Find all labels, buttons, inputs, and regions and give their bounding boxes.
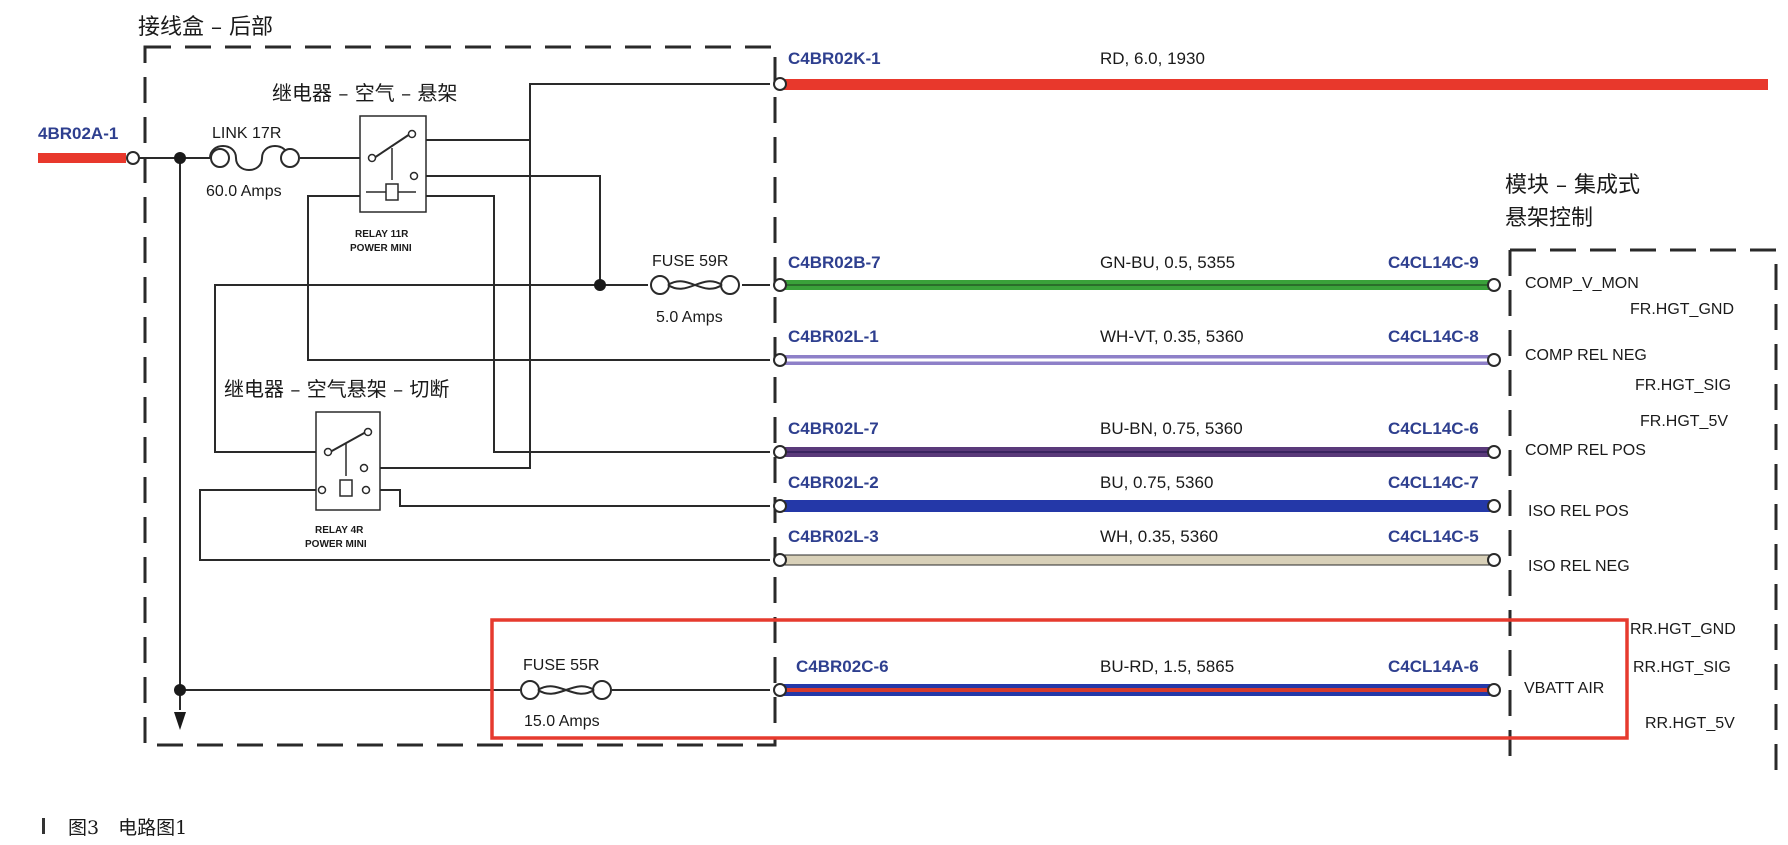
wire-c6-to: C4CL14A-6 — [1388, 657, 1479, 676]
wire-k1: C4BR02K-1 RD, 6.0, 1930 — [773, 49, 1768, 91]
terminal-l2-right — [1487, 499, 1501, 513]
wire-l2: C4BR02L-2 BU, 0.75, 5360 C4CL14C-7 — [773, 473, 1501, 513]
relay-cutoff-title: 继电器 – 空气悬架 – 切断 — [224, 377, 449, 401]
wire-l1-from: C4BR02L-1 — [788, 327, 879, 346]
fuse-59r-name: FUSE 59R — [652, 253, 728, 270]
wire-c6: C4BR02C-6 BU-RD, 1.5, 5865 C4CL14A-6 — [773, 657, 1501, 697]
wire-k1-from: C4BR02K-1 — [788, 49, 881, 68]
pin-comp-rel-pos: COMP REL POS — [1525, 442, 1646, 459]
input-terminal — [126, 151, 140, 165]
junction-dot-fuse55 — [174, 684, 186, 696]
junction-dot-fuse59 — [594, 279, 606, 291]
relay-4r-type: POWER MINI — [305, 539, 367, 550]
junction-box-outline — [143, 45, 777, 747]
pin-rr-hgt-5v: RR.HGT_5V — [1645, 715, 1735, 732]
wire-k1-spec: RD, 6.0, 1930 — [1100, 49, 1205, 68]
pin-comp-v-mon: COMP_V_MON — [1525, 275, 1639, 292]
fuse-55r: FUSE 55R 15.0 Amps — [520, 657, 612, 730]
terminal-l1-left — [773, 353, 787, 367]
conductors — [139, 83, 770, 710]
pin-vbatt-air: VBATT AIR — [1524, 680, 1604, 697]
wire-l7-from: C4BR02L-7 — [788, 419, 879, 438]
wire-b7-from: C4BR02B-7 — [788, 253, 881, 272]
terminal-k1 — [773, 77, 787, 91]
wire-l3: C4BR02L-3 WH, 0.35, 5360 C4CL14C-5 — [773, 527, 1501, 567]
fuse-55r-name: FUSE 55R — [523, 657, 599, 674]
link-17r-rating: 60.0 Amps — [206, 183, 282, 200]
wire-l7-spec: BU-BN, 0.75, 5360 — [1100, 419, 1243, 438]
input-feed-wire — [38, 153, 126, 163]
relay-11r: RELAY 11R POWER MINI — [350, 115, 427, 254]
fuse-59r: FUSE 59R 5.0 Amps — [650, 253, 740, 326]
ground-arrow-icon — [174, 712, 186, 730]
module-title-line2: 悬架控制 — [1505, 206, 1593, 231]
terminal-l7-right — [1487, 445, 1501, 459]
terminal-l3-right — [1487, 553, 1501, 567]
pin-iso-rel-pos: ISO REL POS — [1528, 503, 1629, 520]
wire-l2-stripe — [784, 500, 1490, 512]
module-title-line1: 模块 – 集成式 — [1505, 173, 1640, 198]
fuse-59r-rating: 5.0 Amps — [656, 309, 723, 326]
wire-l2-from: C4BR02L-2 — [788, 473, 879, 492]
wire-c6-spec: BU-RD, 1.5, 5865 — [1100, 657, 1234, 676]
input-connector-label: 4BR02A-1 — [38, 124, 118, 143]
module-pins: COMP_V_MON FR.HGT_GND COMP REL NEG FR.HG… — [1524, 275, 1736, 732]
terminal-l1-right — [1487, 353, 1501, 367]
relay-4r: RELAY 4R POWER MINI — [305, 411, 381, 550]
link-17r-name: LINK 17R — [212, 125, 281, 142]
terminal-l7-left — [773, 445, 787, 459]
wire-l1-spec: WH-VT, 0.35, 5360 — [1100, 327, 1244, 346]
wire-l7-to: C4CL14C-6 — [1388, 419, 1479, 438]
fuse-55r-rating: 15.0 Amps — [524, 713, 600, 730]
pin-fr-hgt-sig: FR.HGT_SIG — [1635, 377, 1731, 394]
wire-c6-stripe — [784, 688, 1490, 692]
figure-caption: 图3 电路图1 — [68, 817, 187, 839]
link-17r: LINK 17R 60.0 Amps — [206, 125, 300, 200]
wire-l2-spec: BU, 0.75, 5360 — [1100, 473, 1213, 492]
pin-rr-hgt-sig: RR.HGT_SIG — [1633, 659, 1731, 676]
wire-l2-to: C4CL14C-7 — [1388, 473, 1479, 492]
junction-box-title: 接线盒 – 后部 — [138, 15, 273, 40]
pin-iso-rel-neg: ISO REL NEG — [1528, 558, 1630, 575]
wire-l3-stripe — [783, 554, 1491, 566]
relay-4r-name: RELAY 4R — [315, 525, 364, 536]
pin-fr-hgt-gnd: FR.HGT_GND — [1630, 301, 1734, 318]
wire-l7: C4BR02L-7 BU-BN, 0.75, 5360 C4CL14C-6 — [773, 419, 1501, 459]
relay-11r-name: RELAY 11R — [355, 229, 409, 240]
junction-dot-input — [174, 152, 186, 164]
wire-l3-spec: WH, 0.35, 5360 — [1100, 527, 1218, 546]
wire-k1-stripe — [784, 79, 1768, 90]
wire-l3-to: C4CL14C-5 — [1388, 527, 1479, 546]
pin-fr-hgt-5v: FR.HGT_5V — [1640, 413, 1728, 430]
caption-marker — [42, 818, 45, 834]
wire-b7-to: C4CL14C-9 — [1388, 253, 1479, 272]
wire-l1: C4BR02L-1 WH-VT, 0.35, 5360 C4CL14C-8 — [773, 327, 1501, 367]
wire-b7: C4BR02B-7 GN-BU, 0.5, 5355 C4CL14C-9 — [773, 253, 1501, 292]
pin-comp-rel-neg: COMP REL NEG — [1525, 347, 1647, 364]
terminal-c6-right — [1487, 683, 1501, 697]
wire-b7-spec: GN-BU, 0.5, 5355 — [1100, 253, 1235, 272]
highlight-box — [490, 618, 1629, 740]
terminal-c6-left — [773, 683, 787, 697]
terminal-l3-left — [773, 553, 787, 567]
relay-11r-type: POWER MINI — [350, 243, 412, 254]
terminal-b7-left — [773, 278, 787, 292]
terminal-b7-right — [1487, 278, 1501, 292]
relay-air-suspension-title: 继电器 – 空气 – 悬架 — [272, 81, 457, 105]
module-outline — [1508, 248, 1778, 770]
pin-rr-hgt-gnd: RR.HGT_GND — [1630, 621, 1736, 638]
wire-c6-from: C4BR02C-6 — [796, 657, 889, 676]
wire-l3-from: C4BR02L-3 — [788, 527, 879, 546]
terminal-l2-left — [773, 499, 787, 513]
wire-l1-to: C4CL14C-8 — [1388, 327, 1479, 346]
